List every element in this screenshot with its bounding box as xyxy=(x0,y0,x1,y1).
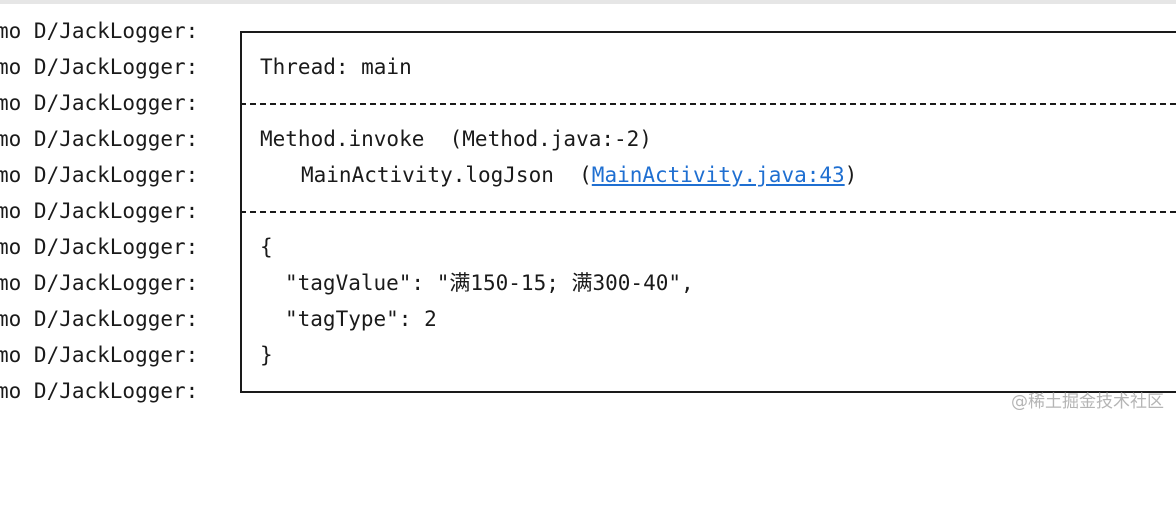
json-tag-type: "tagType": 2 xyxy=(285,307,437,331)
log-tag-prefix: mo D/JackLogger: xyxy=(0,163,199,187)
log-line: mo D/JackLogger: "tagType": 2 xyxy=(0,301,1176,337)
window-top-border xyxy=(0,0,1176,4)
log-tag-prefix: mo D/JackLogger: xyxy=(0,307,199,331)
json-close-brace: } xyxy=(260,343,273,367)
json-open-brace: { xyxy=(260,235,273,259)
stack-frame-log-json: MainActivity.logJson (MainActivity.java:… xyxy=(301,157,857,193)
log-tag-prefix: mo D/JackLogger: xyxy=(0,91,199,115)
log-line: mo D/JackLogger: xyxy=(0,13,1176,49)
box-row xyxy=(238,85,1176,121)
box-divider xyxy=(240,103,1176,105)
thread-info: Thread: main xyxy=(260,55,412,79)
box-left-border xyxy=(240,373,242,391)
box-divider xyxy=(240,211,1176,213)
box-top-edge xyxy=(238,13,1176,49)
box-left-border xyxy=(240,31,242,49)
box-left-border xyxy=(240,229,242,265)
log-tag-prefix: mo D/JackLogger: xyxy=(0,235,199,259)
box-row: { xyxy=(238,229,1176,265)
logcat-console: mo D/JackLogger: mo D/JackLogger: Thread… xyxy=(0,13,1176,409)
log-line: mo D/JackLogger: "tagValue": "满150-15; 满… xyxy=(0,265,1176,301)
watermark: @稀土掘金技术社区 xyxy=(1011,392,1164,412)
box-left-border xyxy=(240,157,242,193)
stack-frame-close: ) xyxy=(844,163,858,187)
box-bottom-edge xyxy=(238,373,1176,409)
box-left-border xyxy=(240,301,242,337)
log-line: mo D/JackLogger: } xyxy=(0,337,1176,373)
log-line: mo D/JackLogger: xyxy=(0,373,1176,409)
box-left-border xyxy=(240,49,242,85)
box-row: Method.invoke (Method.java:-2) xyxy=(238,121,1176,157)
log-tag-prefix: mo D/JackLogger: xyxy=(0,199,199,223)
box-top-border xyxy=(240,31,1176,33)
box-row: Thread: main xyxy=(238,49,1176,85)
box-row: MainActivity.logJson (MainActivity.java:… xyxy=(238,157,1176,193)
box-left-border xyxy=(240,265,242,301)
log-line: mo D/JackLogger: Thread: main xyxy=(0,49,1176,85)
log-line: mo D/JackLogger: Method.invoke (Method.j… xyxy=(0,121,1176,157)
box-left-border xyxy=(240,337,242,373)
log-tag-prefix: mo D/JackLogger: xyxy=(0,127,199,151)
json-tag-value: "tagValue": "满150-15; 满300-40", xyxy=(285,271,694,295)
log-tag-prefix: mo D/JackLogger: xyxy=(0,379,199,403)
log-tag-prefix: mo D/JackLogger: xyxy=(0,55,199,79)
box-bottom-border xyxy=(240,391,1176,393)
log-line: mo D/JackLogger: MainActivity.logJson (M… xyxy=(0,157,1176,193)
log-tag-prefix: mo D/JackLogger: xyxy=(0,271,199,295)
stack-frame-method: MainActivity.logJson ( xyxy=(301,163,592,187)
log-line: mo D/JackLogger: xyxy=(0,193,1176,229)
log-tag-prefix: mo D/JackLogger: xyxy=(0,19,199,43)
log-line: mo D/JackLogger: xyxy=(0,85,1176,121)
box-row: } xyxy=(238,337,1176,373)
box-row: "tagType": 2 xyxy=(238,301,1176,337)
log-line: mo D/JackLogger: { xyxy=(0,229,1176,265)
box-row xyxy=(238,193,1176,229)
box-row: "tagValue": "满150-15; 满300-40", xyxy=(238,265,1176,301)
source-file-link[interactable]: MainActivity.java:43 xyxy=(591,163,845,187)
box-left-border xyxy=(240,121,242,157)
log-tag-prefix: mo D/JackLogger: xyxy=(0,343,199,367)
stack-frame-method-invoke: Method.invoke (Method.java:-2) xyxy=(260,127,652,151)
